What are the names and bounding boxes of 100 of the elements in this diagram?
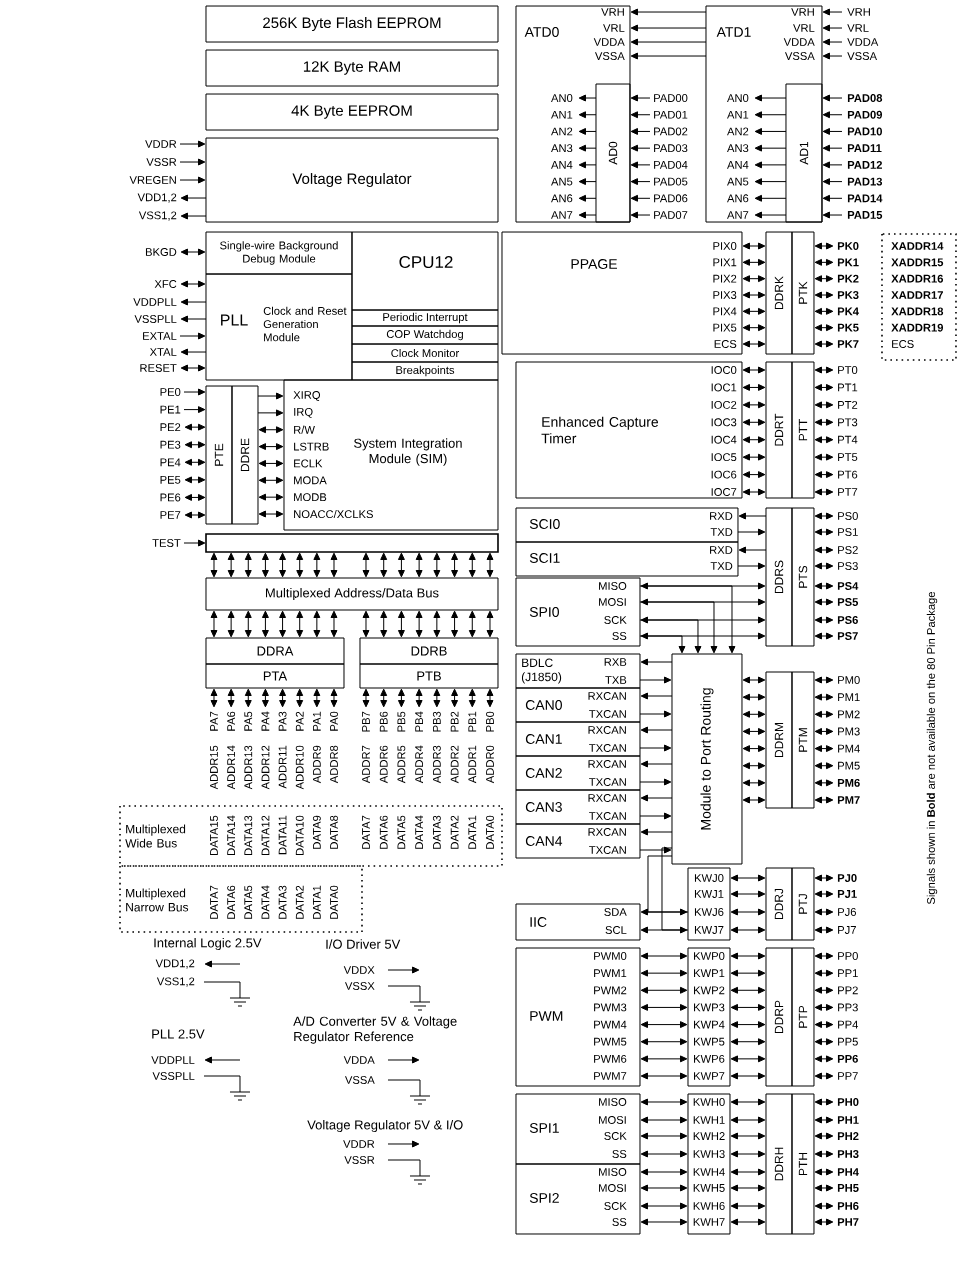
pin-arrow (814, 582, 834, 590)
signal-arrow (296, 552, 304, 578)
pin-arrow (180, 248, 206, 256)
signal-arrow (730, 1184, 766, 1192)
signal-arrow (737, 562, 766, 570)
signal-arrow (742, 418, 766, 426)
signal-arrow (258, 476, 284, 484)
pin-arrow (184, 441, 206, 449)
pin-arrow (822, 111, 843, 119)
signal-arrow (742, 366, 766, 374)
pin-arrow (814, 1098, 834, 1106)
signal-arrow (279, 610, 287, 638)
signal-arrow (742, 307, 766, 315)
signal-arrow (380, 552, 388, 578)
pin-arrow (210, 688, 218, 708)
signal-arrow (362, 610, 370, 638)
signal-arrow (737, 528, 766, 536)
pin-arrow (822, 178, 843, 186)
signal-arrow (380, 610, 388, 638)
signal-arrow (210, 552, 218, 578)
signal-arrow (258, 493, 284, 501)
signal-arrow (640, 1184, 688, 1192)
signal-arrow (630, 52, 707, 60)
signal-arrow (639, 812, 672, 820)
pin-arrow (578, 194, 597, 202)
signal-arrow (640, 794, 673, 802)
signal-arrow (640, 969, 688, 977)
pin-arrow (814, 366, 834, 374)
signal-arrow (258, 443, 284, 451)
signal-arrow (451, 610, 458, 638)
pin-arrow (754, 111, 787, 119)
pin-arrow (814, 1150, 834, 1158)
pin-arrow (313, 688, 321, 708)
signal-arrow (639, 601, 718, 654)
signal-arrow (639, 744, 672, 752)
signal-arrow (415, 610, 423, 638)
signal-arrow (227, 552, 235, 578)
signal-arrow (257, 409, 284, 417)
signal-arrow (742, 488, 766, 496)
signal-arrow (258, 510, 284, 518)
signal-arrow (730, 890, 766, 898)
pin-arrow (578, 111, 597, 119)
signal-arrow (640, 1202, 688, 1210)
pin-arrow (814, 488, 834, 496)
signal-arrow (639, 619, 702, 654)
signal-arrow (630, 24, 707, 32)
pin-arrow (754, 94, 787, 102)
pin-arrow (180, 348, 207, 356)
signal-arrow (640, 760, 673, 768)
signal-arrow (640, 582, 766, 590)
pin-arrow (179, 332, 206, 340)
pin-arrow (180, 315, 207, 323)
pin-arrow (814, 528, 834, 536)
pin-arrow (184, 458, 206, 466)
wakeup-box (687, 867, 731, 941)
signal-arrow (730, 1038, 766, 1046)
signal-arrow (640, 598, 766, 606)
pin-arrow (822, 194, 843, 202)
pin-arrow (754, 144, 787, 152)
signal-arrow (630, 38, 707, 46)
signal-arrow (730, 1021, 766, 1029)
signal-arrow (640, 726, 673, 734)
pin-arrow (330, 688, 338, 708)
signal-arrow (730, 1202, 766, 1210)
signal-arrow (639, 846, 672, 854)
signal-arrow (639, 710, 672, 718)
pin-arrow (814, 401, 834, 409)
pin-arrow (814, 1202, 834, 1210)
pin-arrow (630, 194, 651, 202)
pin-arrow (179, 176, 206, 184)
pin-arrow (814, 275, 834, 283)
pin-arrow (630, 111, 651, 119)
pin-arrow (754, 194, 787, 202)
pin-arrow (227, 688, 235, 708)
pin-arrow (822, 94, 843, 102)
pin-arrow (362, 688, 370, 708)
pin-arrow (261, 688, 269, 708)
signal-arrow (742, 436, 766, 444)
signal-arrow (468, 610, 476, 638)
signal-arrow (261, 610, 269, 638)
pin-arrow (451, 688, 458, 708)
pin-arrow (822, 128, 843, 135)
signal-arrow (730, 1072, 766, 1080)
signal-arrow (640, 908, 688, 916)
pin-arrow (814, 1021, 834, 1029)
signal-arrow (640, 1218, 688, 1226)
signal-arrow (330, 552, 338, 578)
signal-arrow (640, 828, 673, 836)
pin-arrow (814, 1218, 834, 1226)
pin-arrow (814, 340, 834, 348)
signal-arrow (730, 1218, 766, 1226)
signal-arrow (742, 727, 766, 735)
wakeup-box (687, 947, 731, 1087)
pin-arrow (296, 688, 304, 708)
signal-arrow (730, 969, 766, 977)
signal-arrow (742, 242, 766, 250)
pin-arrow (630, 178, 651, 186)
pin-arrow (822, 38, 843, 46)
signal-arrow (451, 552, 458, 578)
pin-arrow (180, 298, 207, 306)
